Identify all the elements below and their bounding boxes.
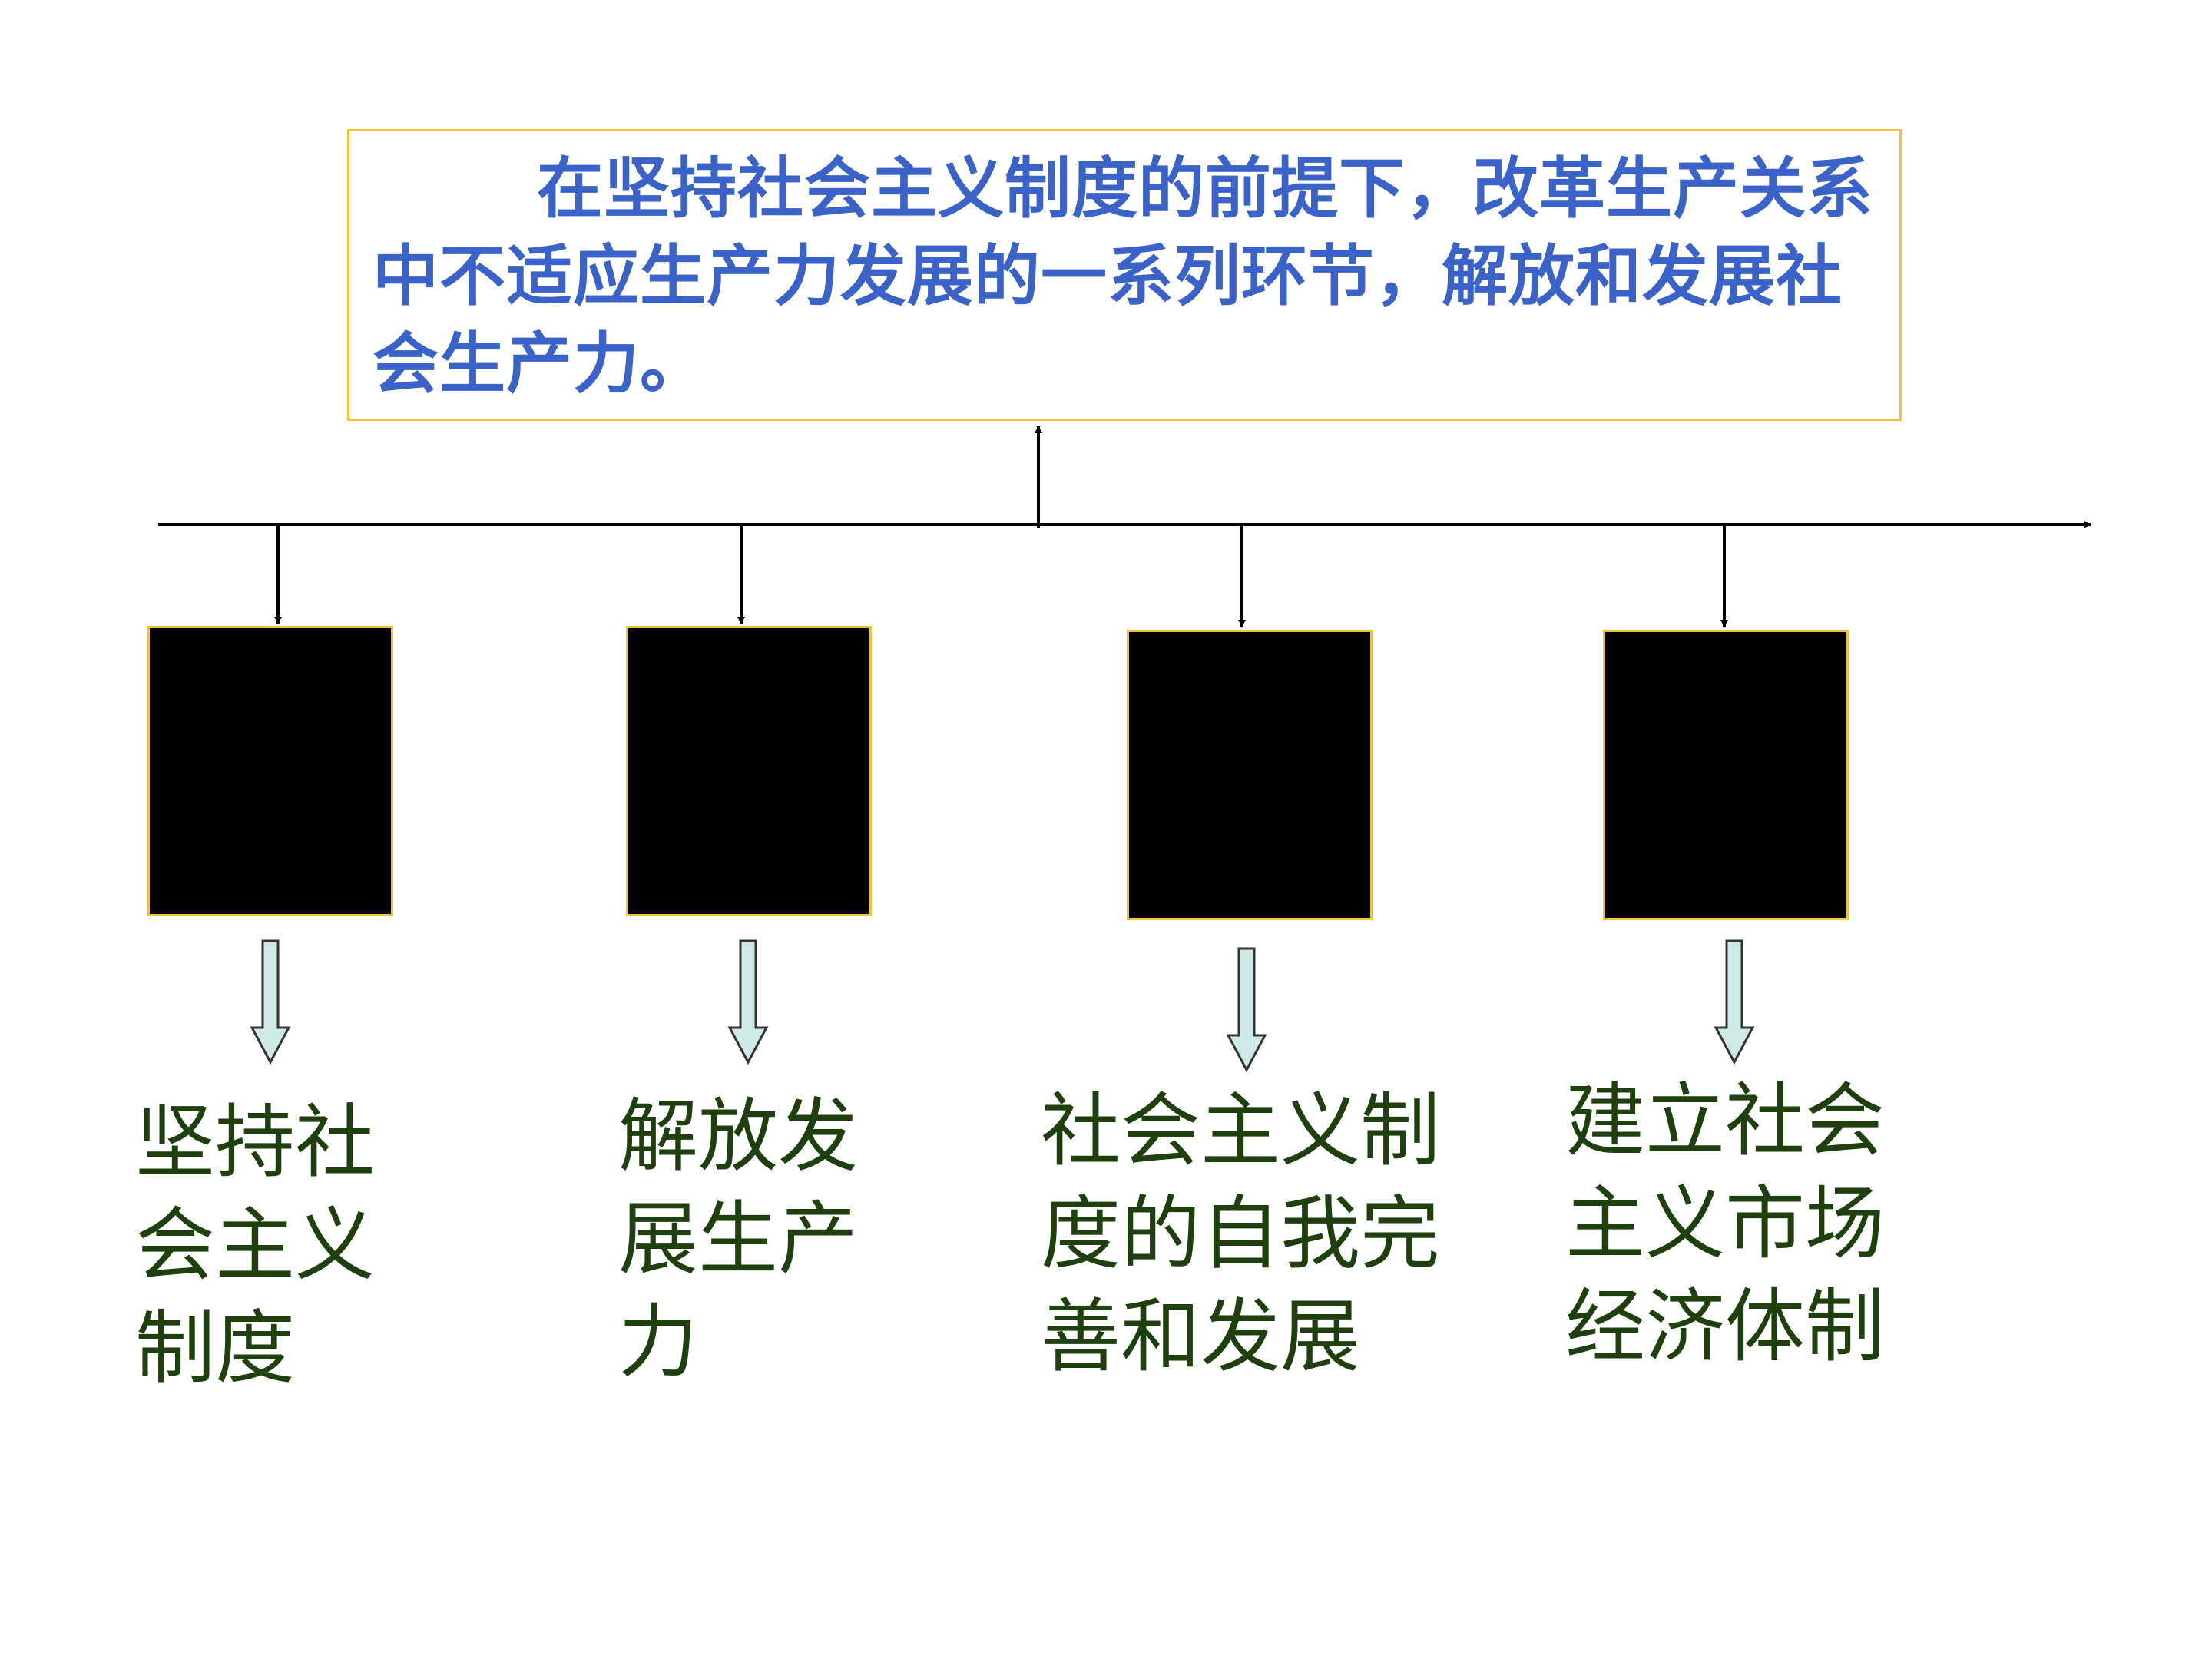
stage-label-2: 解放发 展生产 力 [618, 1089, 859, 1389]
stage-box-4 [1603, 630, 1849, 920]
block-arrow-down-3 [1226, 947, 1267, 1073]
block-arrow-down-2 [727, 939, 769, 1065]
block-arrow-down-4 [1714, 939, 1755, 1065]
stage-box-3 [1127, 630, 1373, 920]
stage-label-1: 坚持社 会主义 制度 [135, 1095, 376, 1395]
summary-text: 在坚持社会主义制度的前提下，改革生产关系中不适应生产力发展的一系列环节，解放和发… [373, 151, 1873, 402]
stage-box-1 [147, 626, 393, 916]
stage-box-2 [626, 626, 872, 916]
summary-box: 在坚持社会主义制度的前提下，改革生产关系中不适应生产力发展的一系列环节，解放和发… [347, 129, 1902, 421]
stage-label-3: 社会主义制 度的自我完 善和发展 [1041, 1084, 1441, 1383]
stage-label-4: 建立社会 主义市场 经济体制 [1565, 1074, 1886, 1373]
block-arrow-down-1 [250, 939, 291, 1065]
